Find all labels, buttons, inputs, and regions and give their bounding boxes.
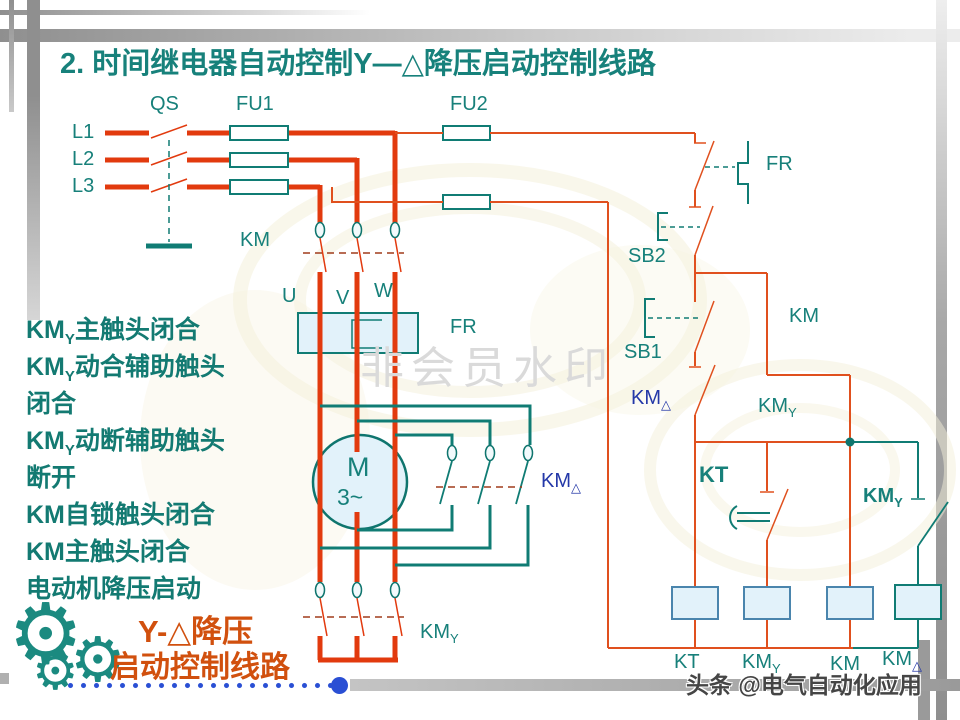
label-l1: L1 — [72, 121, 95, 143]
label-u: U — [282, 285, 297, 307]
actuator-symbols — [644, 141, 770, 530]
note-line: 闭合 — [26, 390, 77, 418]
label-kmd-contacts: KM△ — [541, 470, 581, 495]
junction-dot — [845, 437, 855, 447]
title-text: 时间继电器自动控制Y—△降压启动控制线路 — [84, 48, 656, 80]
notes-block: KMY主触头闭合 KMY动合辅助触头 闭合 KMY动断辅助触头 断开 KM自锁触… — [26, 312, 336, 608]
caption-line1: Y-△降压 — [138, 614, 254, 649]
bottom-watermark: 头条 @电气自动化应用 — [686, 672, 922, 698]
label-coil-kmd: KM△ — [882, 648, 922, 673]
label-motor-phase: 3~ — [337, 484, 364, 510]
label-coil-km: KM — [830, 653, 860, 675]
label-v: V — [336, 287, 350, 309]
label-motor-m: M — [347, 452, 370, 482]
label-coil-kmy: KMY — [742, 651, 781, 676]
label-l2: L2 — [72, 148, 95, 170]
note-line: KMY动合辅助触头 — [26, 353, 225, 385]
gear-icon: ⚙ — [32, 643, 79, 701]
label-km-selflock: KM — [789, 305, 819, 327]
label-kmy-star: KMY — [420, 621, 459, 646]
kmy-star-contacts — [303, 581, 404, 637]
label-qs: QS — [150, 93, 179, 115]
note-line: KMY动断辅助触头 — [26, 427, 225, 459]
label-kt-contact: KT — [699, 462, 729, 487]
power-wires — [105, 130, 398, 663]
divider-end-dot — [331, 677, 348, 694]
label-kmy-aux: KMY — [758, 395, 797, 420]
gear-icon: ⚙ — [70, 626, 126, 695]
title-number: 2. — [60, 48, 85, 80]
label-sb2: SB2 — [628, 245, 666, 267]
note-line: 断开 — [26, 464, 77, 492]
label-kmd-interlock: KM△ — [631, 387, 671, 412]
label-fr-heater: FR — [450, 316, 477, 338]
km-main-contacts — [303, 221, 404, 273]
top-bar-thin — [0, 10, 370, 15]
qs-switch — [146, 124, 192, 249]
km-delta-contacts — [320, 404, 534, 567]
kmd-branch — [850, 441, 949, 649]
caption-line2: 启动控制线路 — [110, 651, 290, 684]
right-bar — [936, 0, 947, 720]
label-km-main: KM — [240, 229, 270, 251]
left-bar-thin — [9, 0, 14, 112]
label-sb1: SB1 — [624, 341, 662, 363]
note-line: KM主触头闭合 — [26, 538, 190, 566]
left-bar-thick — [27, 0, 40, 320]
note-line: KM自锁触头闭合 — [26, 501, 215, 529]
fuses — [229, 125, 491, 210]
note-line: KMY主触头闭合 — [26, 316, 200, 348]
label-kmy-nc: KMY — [863, 485, 903, 510]
control-circuit — [689, 140, 851, 648]
label-fu2: FU2 — [450, 93, 488, 115]
label-w: W — [374, 280, 393, 302]
label-fu1: FU1 — [236, 93, 274, 115]
bottom-bar — [350, 679, 960, 691]
coils — [671, 584, 942, 620]
gear-icon: ⚙ — [8, 587, 84, 681]
page-title: 2. 时间继电器自动控制Y—△降压启动控制线路 — [60, 40, 656, 82]
top-bar-thick — [0, 29, 960, 42]
label-coil-kt: KT — [674, 651, 700, 673]
control-feed-wires — [331, 132, 853, 649]
center-watermark: 非会员水印 — [360, 344, 615, 393]
dotted-divider — [64, 681, 334, 690]
note-line: 电动机降压启动 — [26, 575, 202, 603]
label-fr-contact: FR — [766, 153, 793, 175]
left-edge-square — [0, 673, 9, 684]
label-l3: L3 — [72, 175, 95, 197]
cream-swirl — [140, 163, 956, 590]
